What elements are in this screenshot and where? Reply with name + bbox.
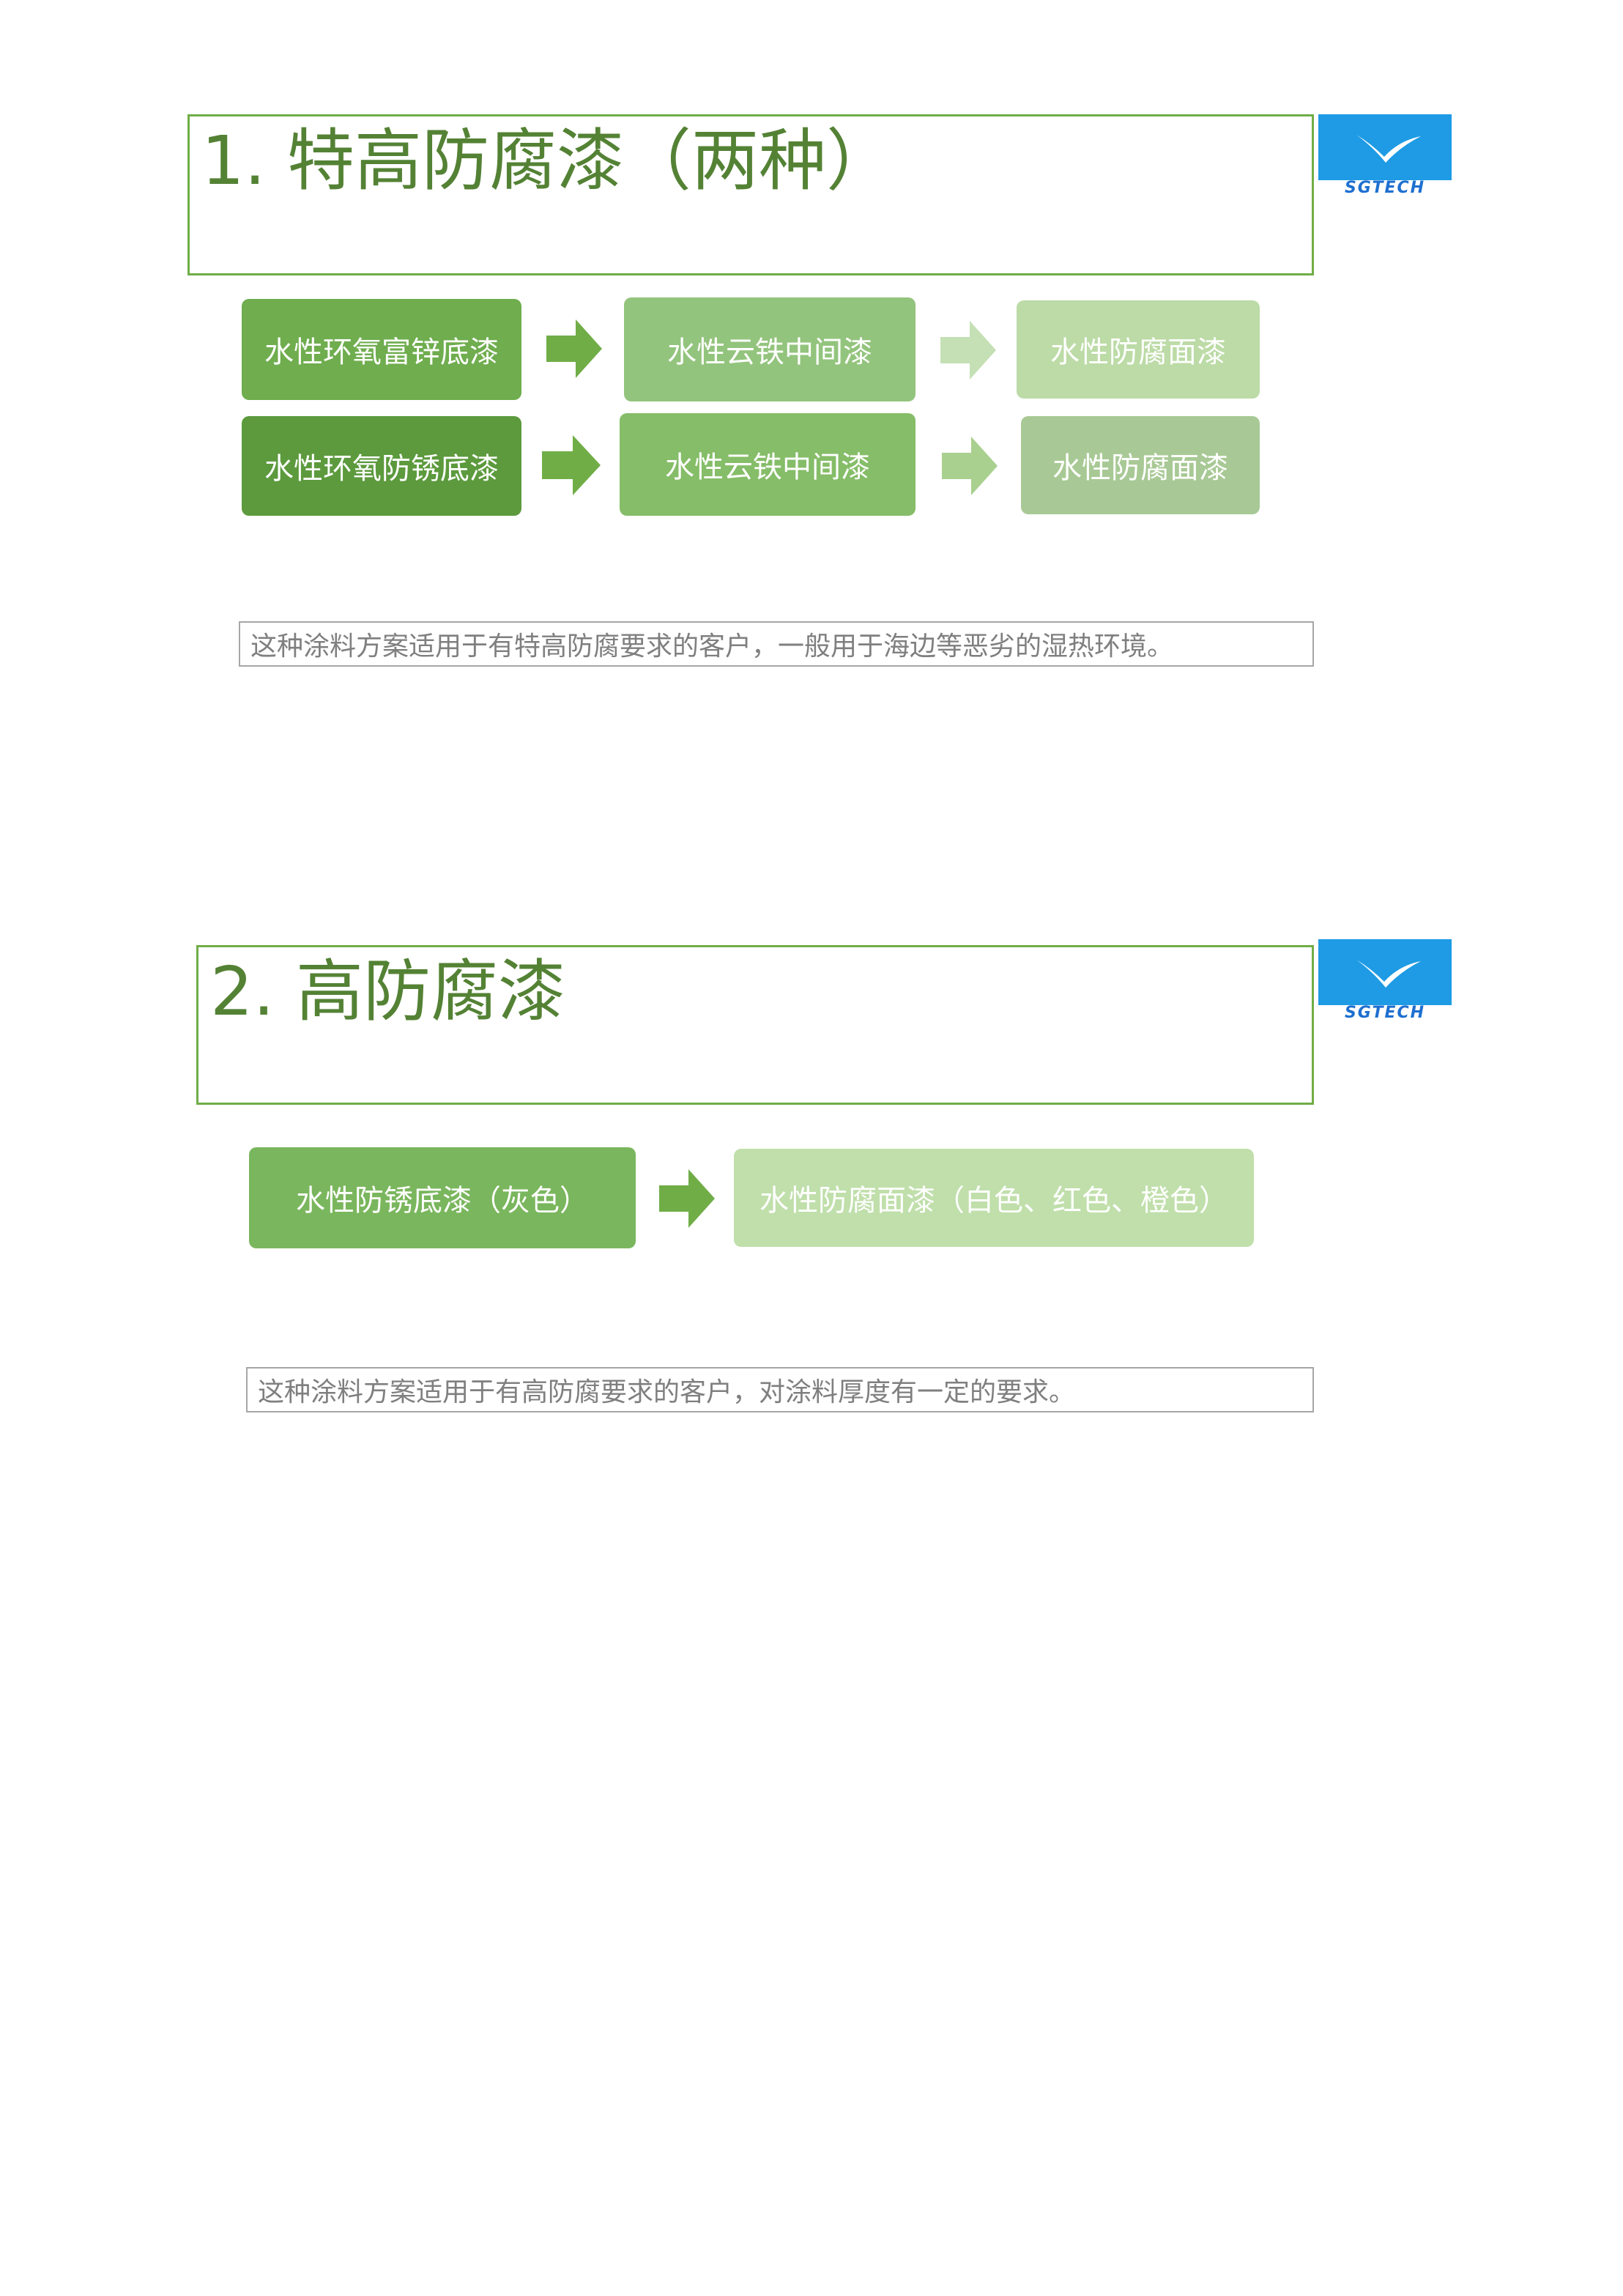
sgtech-logo: SGTECH	[1318, 939, 1452, 1022]
arrow-right-icon	[546, 319, 602, 378]
flow-step-topcoat-1: 水性防腐面漆	[1017, 300, 1260, 399]
flow-step-primer-1: 水性环氧富锌底漆	[242, 299, 521, 400]
flow-step-primer-2: 水性环氧防锈底漆	[242, 416, 521, 516]
flow-step-intermediate-2: 水性云铁中间漆	[620, 413, 916, 516]
flow-step-topcoat: 水性防腐面漆（白色、红色、橙色）	[734, 1149, 1254, 1247]
flow-step-primer: 水性防锈底漆（灰色）	[249, 1147, 636, 1248]
bird-icon	[1356, 135, 1421, 163]
arrow-right-icon	[542, 435, 601, 495]
logo-text: SGTECH	[1344, 179, 1426, 197]
section-2-title-box: 2. 高防腐漆	[196, 945, 1314, 1105]
logo-text: SGTECH	[1344, 1004, 1426, 1022]
arrow-right-icon	[940, 321, 996, 379]
flow-step-intermediate-1: 水性云铁中间漆	[624, 297, 916, 401]
section-1-note: 这种涂料方案适用于有特高防腐要求的客户，一般用于海边等恶劣的湿热环境。	[239, 621, 1314, 667]
bird-icon	[1356, 960, 1421, 988]
sgtech-logo: SGTECH	[1318, 114, 1452, 197]
section-1-title-box: 1. 特高防腐漆（两种）	[187, 114, 1314, 275]
section-2-note: 这种涂料方案适用于有高防腐要求的客户，对涂料厚度有一定的要求。	[246, 1367, 1314, 1412]
section-2-title: 2. 高防腐漆	[210, 952, 566, 1031]
flow-step-topcoat-2: 水性防腐面漆	[1021, 416, 1260, 514]
arrow-right-icon	[942, 437, 998, 495]
arrow-right-icon	[659, 1169, 715, 1228]
section-1-title: 1. 特高防腐漆（两种）	[201, 122, 894, 200]
